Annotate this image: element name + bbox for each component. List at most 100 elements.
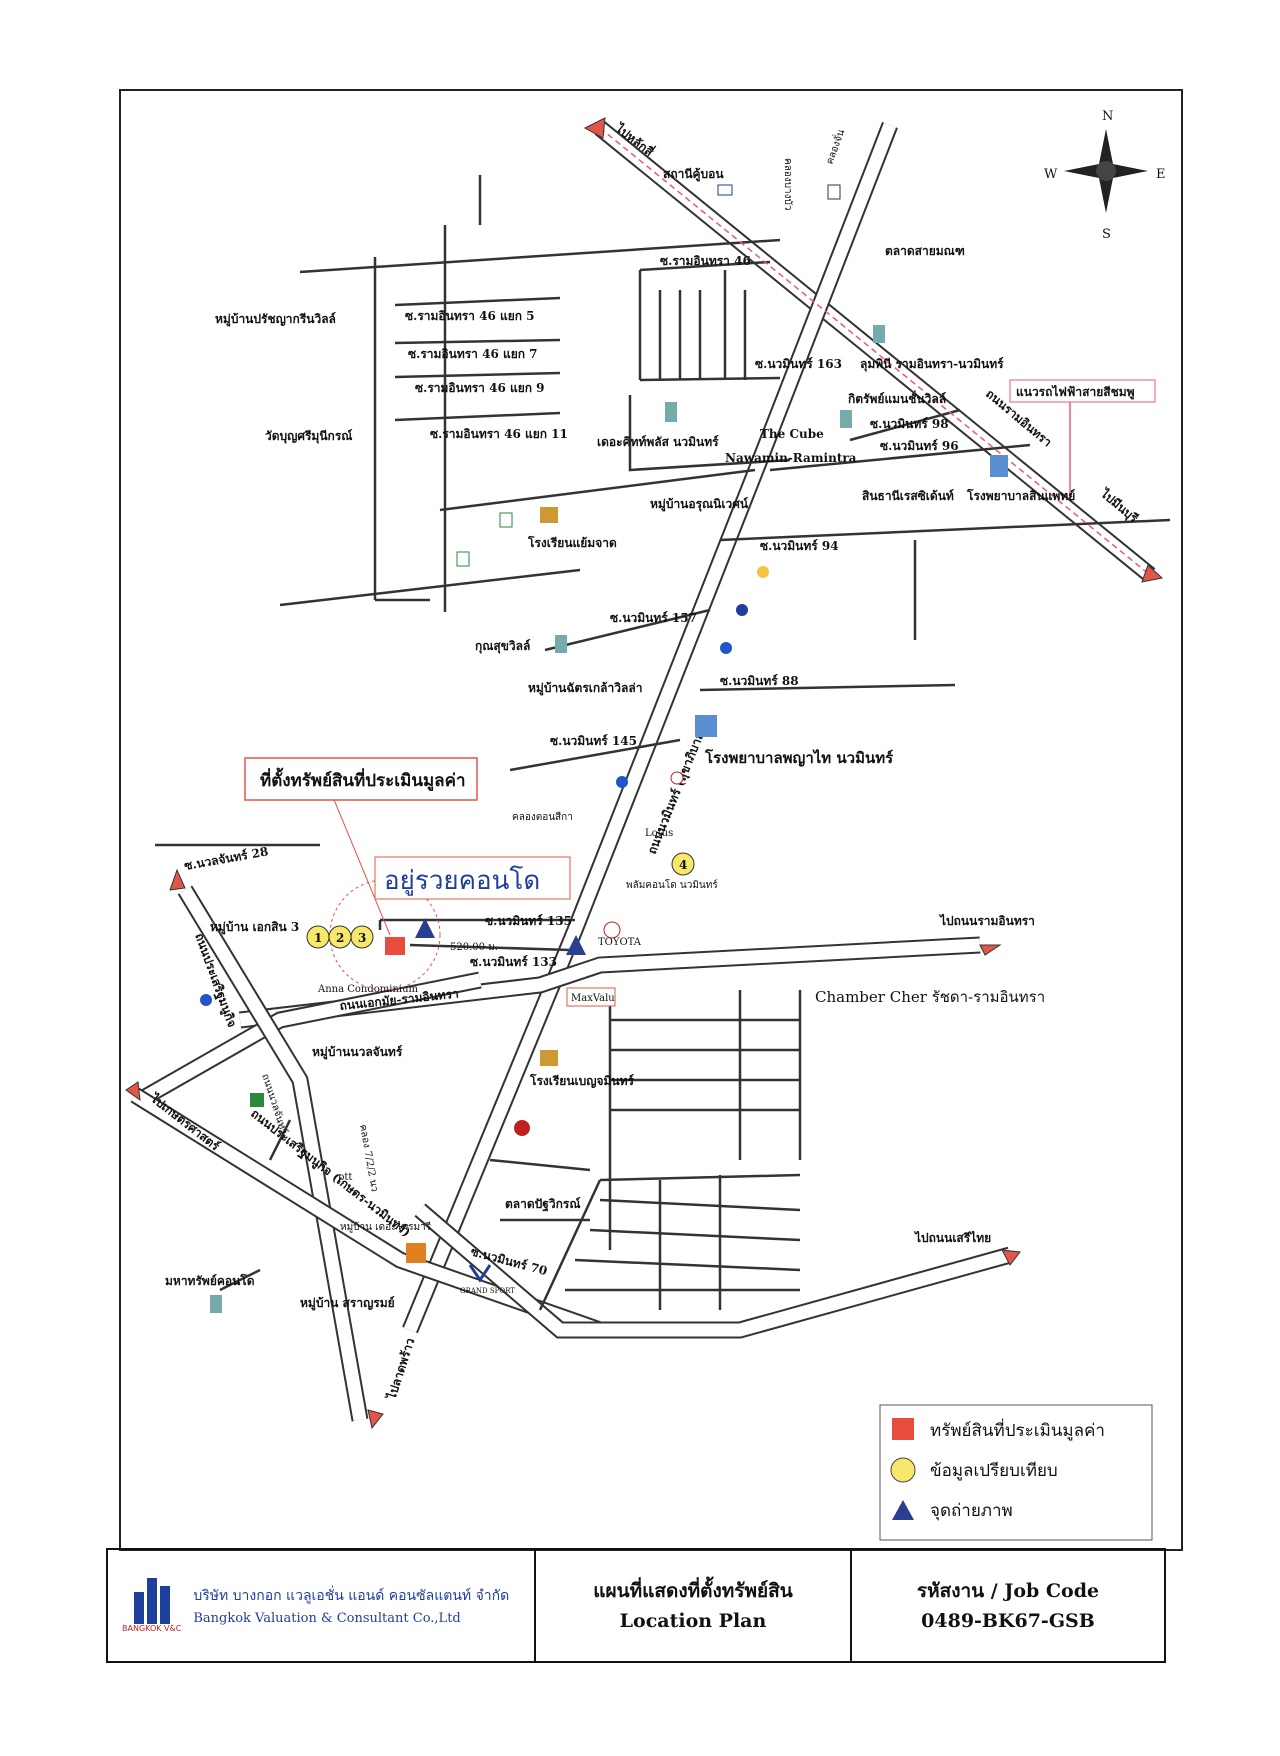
place-khlong-tonsi: คลองตอนสีกา	[512, 811, 573, 823]
label-nawamin133: ซ.นวมินทร์ 133	[470, 955, 557, 969]
compass-n: N	[1102, 109, 1113, 124]
label-nawamin98: ซ.นวมินทร์ 98	[870, 417, 949, 431]
direction-arrows	[125, 117, 1164, 1430]
footer-company-cell: BANGKOK V&C บริษัท บางกอก แวลูเอชั่น แอน…	[106, 1548, 536, 1663]
esso-icon	[670, 771, 684, 785]
legend-box	[879, 1404, 1153, 1541]
label-khlong-nawa: คลอง 7/2/2 นว	[357, 1124, 380, 1193]
comparable-2-label: 2	[336, 931, 344, 945]
school-icon	[540, 1050, 558, 1066]
place-saranrom: หมู่บ้าน สราญรมย์	[300, 1296, 395, 1311]
place-pinnacle: ลุมพินี รามอินทรา-นวมินทร์	[860, 357, 1004, 372]
dir-skytrain: แนวรถไฟฟ้าสายสีชมพู	[1016, 384, 1135, 400]
place-ploy: เดอะคิทท์พลัส นวมินทร์	[597, 435, 719, 449]
label-nawamin135: ซ.นวมินทร์ 135	[485, 914, 572, 928]
label-ram46-5: ซ.รามอินทรา 46 แยก 5	[405, 309, 535, 323]
school-icon	[540, 507, 558, 523]
dir-ladprao: ไปลาดพร้าว	[383, 1336, 418, 1403]
shell-icon	[757, 566, 769, 578]
dir-ramintra: ไปถนนรามอินทรา	[938, 913, 1035, 928]
legend-photo-swatch	[892, 1500, 914, 1520]
company-name-th: บริษัท บางกอก แวลูเอชั่น แอนด์ คอนซัลแตน…	[193, 1588, 510, 1604]
road-labels: ซ.รามอินทรา 46 ซ.รามอินทรา 46 แยก 5 ซ.รา…	[183, 127, 1054, 1278]
label-nawamin96: ซ.นวมินทร์ 96	[880, 439, 959, 453]
photo-points	[415, 918, 586, 955]
subject-marker	[385, 937, 405, 955]
label-nawamin94: ซ.นวมินทร์ 94	[760, 539, 839, 553]
place-kirit: กิตรัพย์แมนชั่นวิลล์	[848, 390, 946, 406]
place-ekasin: หมู่บ้าน เอกสิน 3	[210, 920, 299, 935]
roads-layer	[130, 121, 1156, 1422]
comparable-4-label: 4	[679, 858, 687, 872]
comparable-3-label: 3	[358, 931, 366, 945]
dir-minburi: ไปมีนบุรี	[1096, 485, 1142, 527]
place-aroon: หมู่บ้านอรุณนิเวศน์	[650, 497, 749, 512]
subject-label-box	[244, 757, 478, 801]
building-icon	[555, 635, 567, 653]
label-nuanchan28: ซ.นวลจันทร์ 28	[183, 844, 269, 873]
fuel-icon	[616, 776, 628, 788]
place-sinthani: สินธานีเรสซิเด้นท์	[862, 489, 954, 503]
label-ram46-9: ซ.รามอินทรา 46 แยก 9	[415, 381, 545, 395]
hospital-icon	[695, 715, 717, 737]
place-nawamin-ram: Nawamin-Ramintra	[725, 451, 857, 465]
place-phatum: พลัมคอนโด นวมินทร์	[626, 878, 718, 891]
place-toyota: TOYOTA	[598, 937, 642, 948]
label-nawamin157: ซ.นวมินทร์ 157	[610, 611, 697, 625]
store-icon	[406, 1243, 426, 1263]
place-ptt: ptt	[338, 1172, 352, 1183]
legend-subject-label: ทรัพย์สินที่ประเมินมูลค่า	[930, 1418, 1105, 1441]
legend-subject-swatch	[892, 1418, 914, 1440]
place-mahasap: มหาทรัพย์คอนโด	[165, 1273, 255, 1288]
compass-rose	[1064, 129, 1148, 213]
footer-title-en: Location Plan	[619, 1609, 767, 1632]
subject-label: ที่ตั้งทรัพย์สินที่ประเมินมูลค่า	[260, 767, 466, 792]
place-maxvalu: MaxValu	[571, 993, 615, 1004]
star-icon	[514, 1120, 530, 1136]
legend-photo-label: จุดถ่ายภาพ	[930, 1501, 1013, 1521]
distance-label: 520.00 ม.	[450, 942, 498, 953]
label-ram46-7: ซ.รามอินทรา 46 แยก 7	[408, 347, 538, 361]
hospital-icon	[990, 455, 1008, 477]
comparable-4	[671, 852, 695, 876]
label-ram46: ซ.รามอินทรา 46	[660, 254, 751, 268]
footer-job-code: 0489-BK67-GSB	[921, 1609, 1095, 1632]
subject-area: 520.00 ม. 1 2 3 4	[306, 789, 695, 991]
comparable-1-label: 1	[314, 931, 322, 945]
place-market-saimai: ตลาดสายมณฑ	[885, 244, 965, 258]
project-name-box	[374, 856, 571, 900]
building-icon	[665, 402, 677, 422]
dir-kaset: ไปเกษตรศาสตร์	[147, 1089, 224, 1154]
grand-sport-icon	[468, 1264, 492, 1283]
label-nawamin145: ซ.นวมินทร์ 145	[550, 734, 637, 748]
footer-job-cell: รหัสงาน / Job Code 0489-BK67-GSB	[850, 1548, 1166, 1663]
comparable-markers: 1 2 3 4	[306, 852, 695, 949]
place-hosp-phaya: โรงพยาบาลพญาไท นวมินทร์	[704, 748, 894, 767]
maxvalu-box	[566, 987, 616, 1007]
bank-icon	[736, 604, 748, 616]
place-nuanchan-village: หมู่บ้านนวลจันทร์	[312, 1045, 403, 1060]
label-nawamin163: ซ.นวมินทร์ 163	[755, 357, 842, 371]
photo-point-icon	[566, 935, 586, 955]
building-icon	[840, 410, 852, 428]
subject-pointer	[329, 789, 391, 936]
building-icon	[210, 1295, 222, 1313]
project-name: อยู่รวยคอนโด	[384, 865, 540, 896]
place-wat-bun: วัดบุญศรีมุนีกรณ์	[265, 429, 352, 444]
bank-icon	[250, 1093, 264, 1107]
seven-eleven-icon	[827, 184, 841, 200]
place-hosp-sin: โรงพยาบาลสินแพทย์	[966, 488, 1075, 503]
place-grand-sport: GRAND SPORT	[460, 1287, 515, 1295]
building-icon	[873, 325, 885, 343]
legend-comparable-label: ข้อมูลเปรียบเทียบ	[930, 1461, 1058, 1481]
seven-eleven-icon	[456, 551, 470, 567]
logo-bars-icon	[133, 1578, 170, 1624]
logo-text: BANGKOK V&C	[122, 1624, 182, 1633]
label-khlong-cherm: คลองจั่น	[822, 127, 848, 166]
compass-s: S	[1102, 227, 1111, 242]
place-school-ben: โรงเรียนเบญจมินทร์	[529, 1073, 635, 1088]
place-khubon: สถานีคู้บอน	[663, 167, 724, 182]
footer-title-cell: แผนที่แสดงที่ตั้งทรัพย์สิน Location Plan	[534, 1548, 852, 1663]
label-ram46-11: ซ.รามอินทรา 46 แยก 11	[430, 427, 568, 441]
compass-w: W	[1044, 167, 1058, 182]
